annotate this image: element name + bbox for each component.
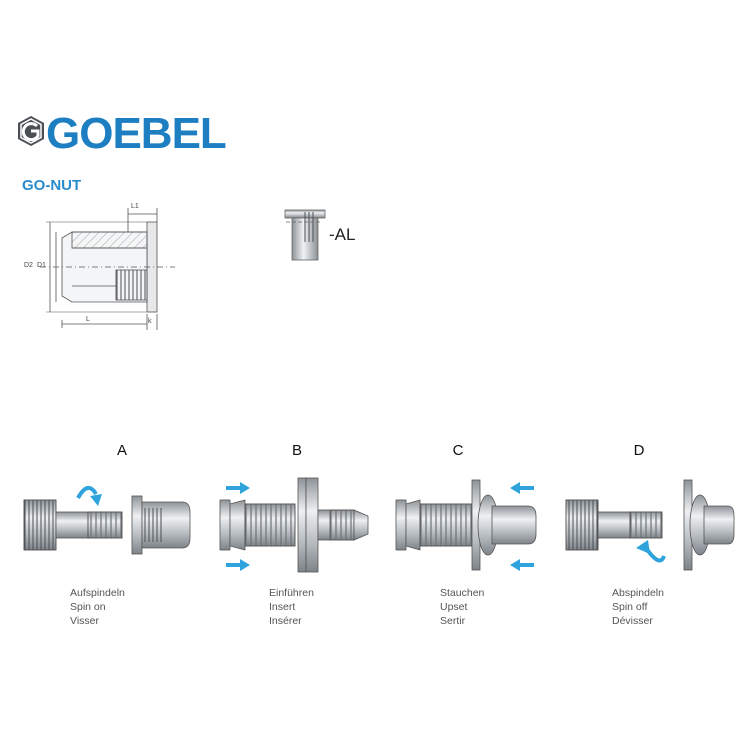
technical-drawing: [40, 208, 175, 330]
dim-label-l: L: [86, 316, 90, 323]
step-d-label-en: Spin off: [612, 601, 648, 613]
step-b-label-fr: Insérer: [269, 615, 302, 627]
step-d-label: Abspindeln Spin off Dévisser: [612, 586, 664, 628]
hexagon-g-logo-icon: [18, 116, 44, 146]
insert-arrows-icon: [226, 482, 250, 571]
step-c-letter: C: [452, 442, 464, 459]
rotate-arrow-icon: [76, 486, 98, 500]
upset-arrows-icon: [510, 482, 534, 571]
nut-al-icon: [284, 209, 326, 261]
step-c-label-de: Stauchen: [440, 587, 485, 599]
step-d-letter: D: [633, 442, 645, 459]
brand-name: GOEBEL: [46, 109, 227, 158]
step-d-illustration: [565, 479, 735, 571]
dim-label-l1: L1: [131, 203, 139, 210]
step-a-label-de: Aufspindeln: [70, 587, 125, 599]
rotate-arrowhead-icon: [90, 494, 102, 506]
step-a-label-fr: Visser: [70, 615, 99, 627]
step-b-label: Einführen Insert Insérer: [269, 586, 314, 628]
step-a-label: Aufspindeln Spin on Visser: [70, 586, 125, 628]
step-b-illustration: [219, 477, 369, 573]
product-name: GO-NUT: [22, 177, 82, 194]
step-a-illustration: [23, 495, 191, 555]
step-a-label-en: Spin on: [70, 601, 106, 613]
unscrew-arrowhead-icon: [636, 540, 650, 554]
step-b-label-en: Insert: [269, 601, 296, 613]
step-c-illustration: [395, 479, 537, 571]
dim-label-k: k: [148, 318, 152, 325]
step-d-label-de: Abspindeln: [612, 587, 664, 599]
step-b-label-de: Einführen: [269, 587, 314, 599]
dim-label-d2: D2: [24, 262, 33, 269]
product-variant: -AL: [329, 225, 356, 244]
step-b-letter: B: [291, 442, 302, 459]
step-d-label-fr: Dévisser: [612, 615, 653, 627]
dim-label-d1: D1: [37, 262, 46, 269]
step-a-letter: A: [116, 442, 127, 459]
step-c-label-fr: Sertir: [440, 615, 466, 627]
step-c-label: Stauchen Upset Sertir: [440, 586, 484, 628]
step-c-label-en: Upset: [440, 601, 468, 613]
